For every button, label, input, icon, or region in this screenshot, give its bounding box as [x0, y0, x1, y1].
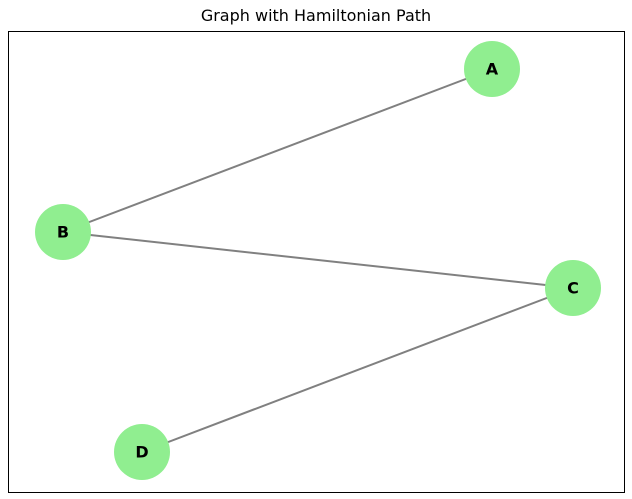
graph-node-C [545, 260, 601, 316]
graph-node-A [464, 41, 520, 97]
node-label-D: D [135, 443, 148, 462]
graph-canvas: A B C D [35, 41, 601, 480]
edge-A-B [62, 68, 493, 233]
plot-area: A B C D [8, 31, 625, 493]
node-label-A: A [486, 60, 499, 79]
node-label-B: B [57, 223, 69, 242]
edge-B-C [62, 231, 574, 289]
node-label-C: C [567, 279, 579, 298]
graph-node-B [35, 204, 91, 260]
graph-node-D [114, 424, 170, 480]
figure-title: Graph with Hamiltonian Path [200, 6, 432, 25]
edge-C-D [141, 287, 574, 453]
